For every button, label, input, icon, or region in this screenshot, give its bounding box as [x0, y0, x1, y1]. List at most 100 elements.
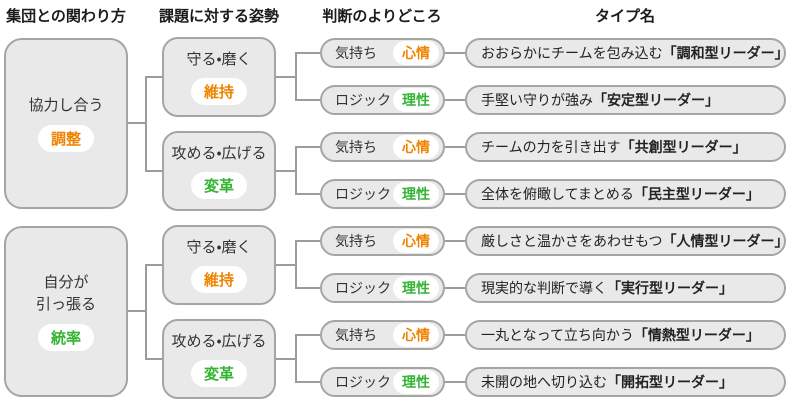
stance-badge: 維持 [190, 265, 247, 293]
type-name: 「民主型リーダー」 [633, 186, 760, 202]
stance-box-attack-1: 攻める・広げる 変革 [162, 131, 276, 211]
connector-line [297, 52, 320, 54]
stance-badge: 変革 [190, 171, 247, 199]
basis-label: 気持ち [335, 45, 377, 61]
type-name: 「人情型リーダー」 [662, 233, 789, 249]
type-name: 「開拓型リーダー」 [607, 374, 733, 390]
stance-label: 守る・磨く [186, 51, 252, 69]
connector-line [276, 76, 297, 78]
connector-line [445, 146, 465, 148]
basis-badge: 心情 [393, 135, 439, 159]
connector-line [445, 287, 465, 289]
type-desc: 全体を俯瞰してまとめる [481, 186, 634, 202]
type-box-executive: 現実的な判断で導く「実行型リーダー」 [465, 273, 786, 303]
type-desc: 一丸となって立ち向かう [481, 327, 634, 343]
stance-badge: 変革 [190, 359, 247, 387]
type-box-stability: 手堅い守りが強み「安定型リーダー」 [465, 85, 786, 115]
type-name: 「実行型リーダー」 [607, 280, 733, 296]
basis-pill-feeling-4: 気持ち 心情 [320, 320, 445, 350]
basis-badge: 心情 [393, 323, 439, 347]
connector-line [128, 310, 147, 312]
basis-badge: 理性 [393, 182, 439, 206]
type-desc: 厳しさと温かさをあわせもつ [481, 233, 663, 249]
type-box-democratic: 全体を俯瞰してまとめる「民主型リーダー」 [465, 179, 786, 209]
type-desc: 未開の地へ切り込む [481, 374, 607, 390]
stance-box-protect-2: 守る・磨く 維持 [162, 225, 276, 305]
connector-line [276, 264, 297, 266]
type-name: 「情熱型リーダー」 [633, 327, 760, 343]
type-box-cocreation: チームの力を引き出す「共創型リーダー」 [465, 132, 786, 162]
connector-line [147, 264, 162, 266]
type-desc: チームの力を引き出す [481, 139, 621, 155]
connector-line [445, 52, 465, 54]
group-label: 協力し合う [28, 97, 104, 115]
connector-line [445, 334, 465, 336]
basis-pill-logic-2: ロジック 理性 [320, 179, 445, 209]
connector-line [128, 122, 147, 124]
basis-label: ロジック [335, 92, 391, 108]
connector-line [297, 193, 320, 195]
connector-line [445, 381, 465, 383]
type-box-pioneering: 未開の地へ切り込む「開拓型リーダー」 [465, 367, 786, 397]
connector-line [276, 358, 297, 360]
stance-badge: 維持 [190, 77, 247, 105]
basis-badge: 理性 [393, 276, 439, 300]
connector-line [147, 170, 162, 172]
connector-line [145, 76, 147, 172]
basis-pill-logic-1: ロジック 理性 [320, 85, 445, 115]
group-badge: 調整 [37, 124, 94, 152]
basis-badge: 理性 [393, 370, 439, 394]
basis-label: 気持ち [335, 139, 377, 155]
basis-pill-logic-3: ロジック 理性 [320, 273, 445, 303]
type-box-harmony: おおらかにチームを包み込む「調和型リーダー」 [465, 38, 789, 68]
type-name: 「安定型リーダー」 [593, 92, 719, 108]
basis-label: 気持ち [335, 233, 377, 249]
type-name: 「共創型リーダー」 [620, 139, 747, 155]
basis-label: ロジック [335, 186, 391, 202]
basis-pill-logic-4: ロジック 理性 [320, 367, 445, 397]
connector-line [145, 264, 147, 360]
stance-box-protect-1: 守る・磨く 維持 [162, 37, 276, 117]
header-judgment-basis: 判断のよりどころ [322, 8, 442, 25]
connector-line [297, 381, 320, 383]
type-desc: 現実的な判断で導く [481, 280, 607, 296]
basis-pill-feeling-3: 気持ち 心情 [320, 226, 445, 256]
connector-line [295, 240, 297, 289]
connector-line [295, 146, 297, 195]
basis-badge: 心情 [393, 41, 439, 65]
type-box-passionate: 一丸となって立ち向かう「情熱型リーダー」 [465, 320, 786, 350]
group-badge: 統率 [37, 323, 94, 351]
connector-line [295, 52, 297, 101]
connector-line [147, 358, 162, 360]
connector-line [297, 334, 320, 336]
header-type-name: タイプ名 [594, 8, 655, 25]
basis-badge: 理性 [393, 88, 439, 112]
basis-label: ロジック [335, 280, 391, 296]
connector-line [297, 287, 320, 289]
connector-line [297, 146, 320, 148]
connector-line [445, 240, 465, 242]
group-label: 自分が 引っ張る [35, 274, 96, 313]
type-box-humane: 厳しさと温かさをあわせもつ「人情型リーダー」 [465, 226, 789, 256]
header-task-stance: 課題に対する姿勢 [158, 8, 279, 25]
group-box-cooperate: 協力し合う 調整 [4, 38, 128, 209]
basis-label: 気持ち [335, 327, 377, 343]
basis-pill-feeling-1: 気持ち 心情 [320, 38, 445, 68]
basis-label: ロジック [335, 374, 391, 390]
stance-box-attack-2: 攻める・広げる 変革 [162, 319, 276, 399]
connector-line [297, 99, 320, 101]
connector-line [445, 99, 465, 101]
connector-line [276, 170, 297, 172]
header-group-relation: 集団との関わり方 [6, 8, 126, 25]
stance-label: 攻める・広げる [171, 333, 267, 351]
stance-label: 攻める・広げる [171, 145, 267, 163]
connector-line [297, 240, 320, 242]
type-desc: 手堅い守りが強み [481, 92, 593, 108]
connector-line [445, 193, 465, 195]
group-box-lead: 自分が 引っ張る 統率 [4, 226, 128, 397]
connector-line [295, 334, 297, 383]
stance-label: 守る・磨く [186, 239, 252, 257]
type-desc: おおらかにチームを包み込む [481, 45, 663, 61]
connector-line [147, 76, 162, 78]
